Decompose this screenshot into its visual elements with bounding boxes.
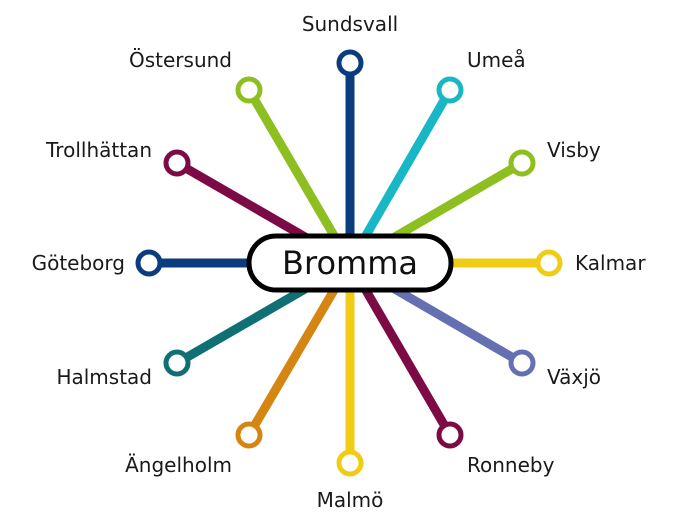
route-label-angelholm: Ängelholm [125,453,232,477]
route-label-umea: Umeå [467,48,526,72]
route-label-ostersund: Östersund [129,48,232,72]
route-endpoint-ronneby [436,421,464,449]
route-endpoint-goteborg [135,249,163,277]
route-endpoints [135,49,563,477]
route-endpoint-sundsvall [336,49,364,77]
route-endpoint-trollhattan [163,149,191,177]
route-label-ronneby: Ronneby [467,453,555,477]
route-endpoint-vaxjo [508,349,536,377]
hub-label: Bromma [282,244,418,282]
hub-box [246,233,454,293]
route-endpoint-kalmar [535,249,563,277]
route-endpoint-ostersund [235,76,263,104]
route-label-goteborg: Göteborg [32,251,125,275]
route-endpoint-malmo [336,449,364,477]
route-endpoint-visby [508,149,536,177]
route-label-halmstad: Halmstad [56,365,152,389]
route-label-vaxjo: Växjö [547,365,601,389]
route-endpoint-angelholm [235,421,263,449]
hub: Bromma [246,233,454,293]
route-endpoint-umea [436,76,464,104]
route-label-visby: Visby [547,138,601,162]
route-labels: SundsvallUmeåVisbyKalmarVäxjöRonnebyMalm… [32,12,647,512]
route-label-kalmar: Kalmar [575,251,646,275]
route-label-trollhattan: Trollhättan [45,138,152,162]
route-label-sundsvall: Sundsvall [302,12,398,36]
route-label-malmo: Malmö [317,488,384,512]
route-endpoint-halmstad [163,349,191,377]
